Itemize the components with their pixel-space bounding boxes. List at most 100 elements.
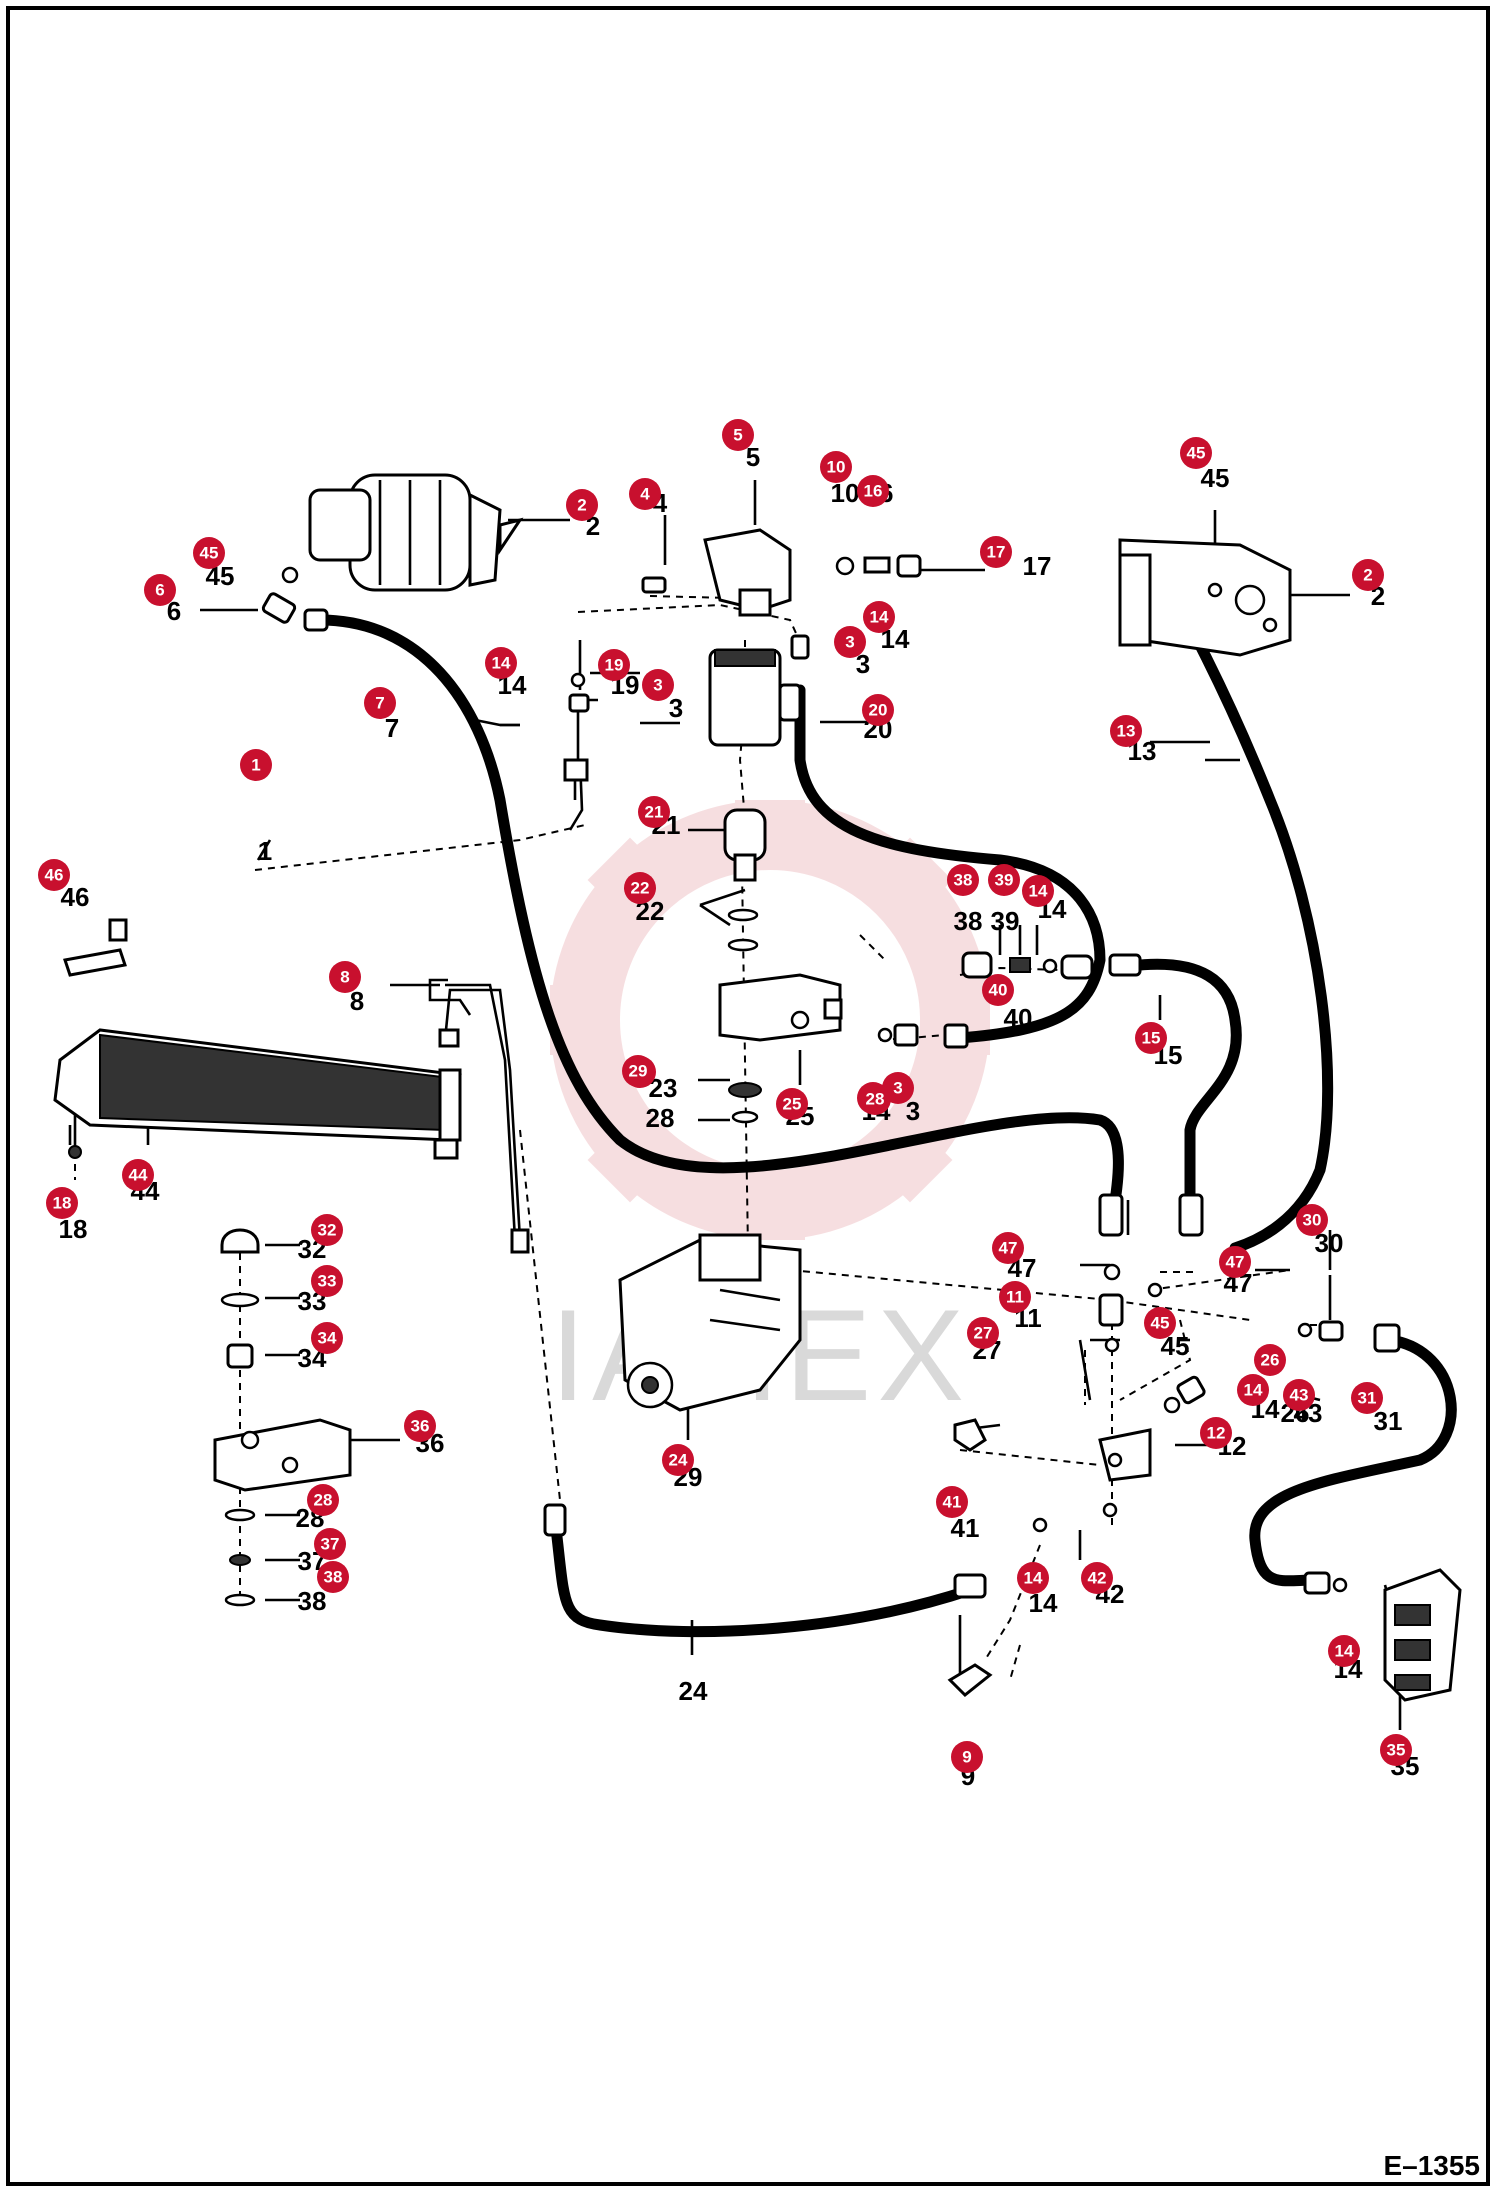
part-number: 3: [856, 649, 870, 679]
callout-badge: 11: [999, 1281, 1031, 1313]
svg-text:3: 3: [893, 1079, 902, 1098]
callout-badge: 40: [982, 974, 1014, 1006]
svg-text:19: 19: [605, 656, 624, 675]
callout-badge: 14: [1237, 1374, 1269, 1406]
svg-text:29: 29: [629, 1062, 648, 1081]
svg-text:33: 33: [318, 1272, 337, 1291]
svg-text:38: 38: [324, 1568, 343, 1587]
svg-text:18: 18: [53, 1194, 72, 1213]
callout-badge: 39: [988, 864, 1020, 896]
svg-text:1: 1: [251, 756, 260, 775]
callout-badge: 2: [566, 489, 598, 521]
svg-text:27: 27: [974, 1324, 993, 1343]
svg-text:26: 26: [1261, 1351, 1280, 1370]
svg-text:21: 21: [645, 803, 664, 822]
callout-badge: 31: [1351, 1382, 1383, 1414]
svg-text:45: 45: [1151, 1314, 1170, 1333]
svg-text:32: 32: [318, 1221, 337, 1240]
hose-20: [794, 684, 1106, 1044]
callout-badge: 47: [992, 1232, 1024, 1264]
svg-text:25: 25: [783, 1095, 802, 1114]
callout-badge: 33: [311, 1265, 343, 1297]
callout-badge: 9: [951, 1741, 983, 1773]
callout-badge: 14: [1017, 1562, 1049, 1594]
callout-badge: 19: [598, 649, 630, 681]
callout-badge: 46: [38, 859, 70, 891]
drawing-code: E–1355: [1383, 2150, 1480, 2181]
svg-text:28: 28: [866, 1090, 885, 1109]
svg-text:11: 11: [1006, 1288, 1024, 1307]
control-valve: [1383, 1568, 1462, 1702]
svg-text:2: 2: [577, 496, 586, 515]
svg-text:43: 43: [1290, 1386, 1309, 1405]
part-number: 8: [350, 986, 364, 1016]
part-number: 45: [1201, 463, 1230, 493]
callout-badge: 6: [144, 574, 176, 606]
svg-text:22: 22: [631, 879, 650, 898]
callout-badge: 14: [863, 601, 895, 633]
svg-text:45: 45: [200, 544, 219, 563]
svg-text:5: 5: [733, 426, 742, 445]
oil-cooler: [53, 1028, 462, 1160]
callout-badge: 32: [311, 1214, 343, 1246]
svg-text:13: 13: [1117, 722, 1136, 741]
part-number: 10: [831, 478, 860, 508]
svg-text:24: 24: [669, 1451, 688, 1470]
svg-text:12: 12: [1207, 1424, 1226, 1443]
svg-text:10: 10: [827, 458, 846, 477]
callout-badge: 2: [1352, 559, 1384, 591]
svg-text:28: 28: [314, 1491, 333, 1510]
callout-badge: 5: [722, 419, 754, 451]
hoses: [314, 554, 1457, 1638]
svg-text:45: 45: [1187, 444, 1206, 463]
hydraulic-motor-left: [308, 473, 524, 592]
svg-text:47: 47: [999, 1239, 1018, 1258]
svg-text:14: 14: [1024, 1569, 1043, 1588]
parts: [53, 473, 1462, 1702]
hose-15: [1134, 958, 1242, 1221]
svg-text:34: 34: [318, 1329, 337, 1348]
svg-text:41: 41: [943, 1493, 962, 1512]
callout-badge: 20: [862, 694, 894, 726]
callout-badge: 13: [1110, 715, 1142, 747]
part-number-labels: 1 2 2 3 3 3 4 5 6 7 8 9 10 11 12 13 14 1…: [59, 442, 1420, 1791]
callout-badge: 10: [820, 451, 852, 483]
svg-text:9: 9: [962, 1748, 971, 1767]
callout-badge: 3: [642, 669, 674, 701]
part-number: 18: [59, 1214, 88, 1244]
part-number: 5: [746, 442, 760, 472]
callout-badge: 14: [1022, 875, 1054, 907]
svg-text:44: 44: [129, 1166, 148, 1185]
svg-text:7: 7: [375, 694, 384, 713]
callout-badge: 36: [404, 1410, 436, 1442]
callout-badge: 28: [307, 1484, 339, 1516]
svg-text:31: 31: [1358, 1389, 1377, 1408]
svg-text:30: 30: [1303, 1211, 1322, 1230]
callout-badge: 3: [834, 626, 866, 658]
hose-7: [314, 614, 1124, 1226]
part-number: 1: [258, 836, 272, 866]
svg-text:3: 3: [653, 676, 662, 695]
callout-badge: 47: [1219, 1246, 1251, 1278]
callout-badge: 45: [193, 537, 225, 569]
callout-badge: 34: [311, 1322, 343, 1354]
callout-badge: 21: [638, 796, 670, 828]
svg-text:40: 40: [989, 981, 1008, 1000]
callout-badge: 43: [1283, 1379, 1315, 1411]
svg-text:14: 14: [870, 608, 889, 627]
callout-badge: 38: [317, 1561, 349, 1593]
svg-text:47: 47: [1226, 1253, 1245, 1272]
callout-badge: 45: [1144, 1307, 1176, 1339]
callout-badge: 7: [364, 687, 396, 719]
part-number: 7: [385, 713, 399, 743]
callout-badges: 1 2 2 3 3 3 4 5 6 7 8 9 10 11 12 13 14 1…: [38, 419, 1412, 1773]
callout-badge: 24: [662, 1444, 694, 1476]
hydraulic-motor-right: [1118, 538, 1292, 657]
svg-text:39: 39: [995, 871, 1014, 890]
svg-text:14: 14: [492, 654, 511, 673]
callout-badge: 29: [622, 1055, 654, 1087]
svg-text:37: 37: [321, 1535, 340, 1554]
svg-text:14: 14: [1029, 882, 1048, 901]
callout-badge: 15: [1135, 1022, 1167, 1054]
callout-badge: 26: [1254, 1344, 1286, 1376]
